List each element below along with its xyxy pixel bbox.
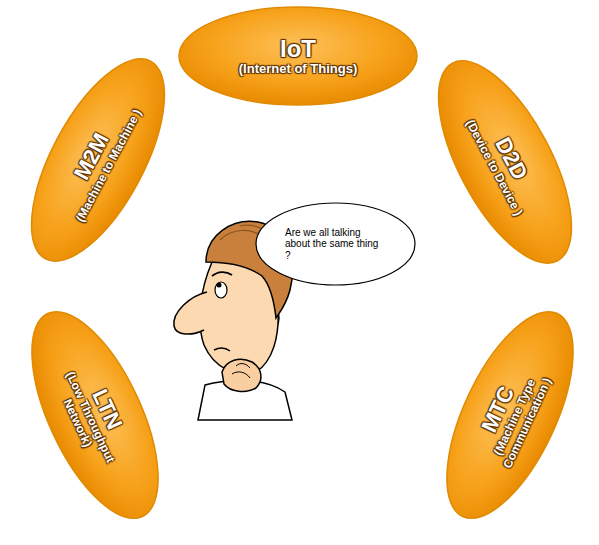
term-ellipse: LTN(Low Throughput Network) [5, 293, 186, 538]
outline [256, 203, 415, 285]
hand [222, 359, 261, 391]
mouth [214, 348, 230, 351]
outline [6, 294, 184, 536]
fingers [232, 364, 250, 378]
pupil [217, 283, 222, 288]
term-ellipse: MTC(Machine Type Communication ) [420, 293, 599, 538]
thought-text: Are we all talking about the same thing … [285, 227, 385, 262]
term-acronym: IoT [239, 35, 357, 63]
nose [174, 292, 207, 334]
thought-bubble: Are we all talking about the same thing … [255, 202, 416, 286]
eyebrow [212, 272, 232, 276]
eye [215, 282, 227, 298]
term-expansion: (Internet of Things) [239, 62, 357, 77]
term-ellipse: M2M(Machine to Machine ) [3, 38, 192, 282]
node-content: IoT(Internet of Things) [239, 35, 357, 78]
term-ellipse: IoT(Internet of Things) [178, 6, 418, 106]
outline [421, 294, 599, 536]
node-content: Are we all talking about the same thing … [285, 227, 385, 262]
outline [412, 42, 598, 283]
outline [179, 7, 417, 105]
outline [5, 40, 191, 281]
term-ellipse: D2D(Device to Device ) [410, 40, 599, 284]
